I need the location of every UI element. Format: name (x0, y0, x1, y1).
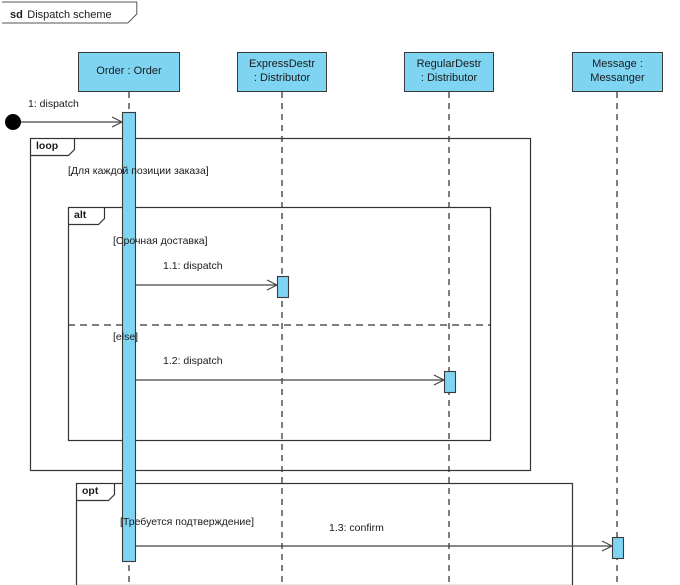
activation-bars-group (121, 111, 625, 563)
found-message-origin (5, 114, 21, 130)
fragment-guard-loop: [Для каждой позиции заказа] (68, 165, 209, 177)
lifeline-head-message[interactable]: Message :Messanger (572, 52, 663, 92)
fragment-operator-alt: alt (74, 209, 87, 221)
found-message-origin-group (5, 114, 21, 130)
message-arrows-group (21, 122, 612, 546)
message-label-m13: 1.3: confirm (329, 522, 384, 534)
express-activation[interactable] (276, 275, 290, 299)
lifeline-head-regular[interactable]: RegularDestr: Distributor (404, 52, 494, 92)
lifeline-name-line1: RegularDestr (416, 58, 482, 71)
fragment-tab-opt (76, 483, 116, 502)
frame-title: Dispatch scheme (27, 9, 112, 21)
lifeline-head-order[interactable]: Order : Order (78, 52, 180, 92)
frame-kind: sd (10, 9, 23, 21)
lifeline-name-line2: : Distributor (253, 72, 311, 84)
fragment-guard-opt: [Требуется подтверждение] (120, 516, 255, 528)
lifeline-name-line2: Messanger (590, 72, 645, 84)
diagram-frame-header (2, 1, 138, 24)
fragment-box-opt (75, 482, 574, 585)
order-activation[interactable] (121, 111, 137, 563)
lifeline-name-line1: ExpressDestr (248, 58, 316, 71)
lifeline-name-line2: : Distributor (420, 72, 478, 84)
regular-activation[interactable] (443, 370, 457, 394)
lifeline-name-line1: Order : Order (96, 65, 162, 78)
fragment-box-alt (67, 206, 492, 442)
fragment-operator-loop: loop (36, 140, 59, 152)
lifeline-head-express[interactable]: ExpressDestr: Distributor (237, 52, 327, 92)
fragment-box-loop (29, 137, 532, 472)
combined-fragments-group (29, 137, 574, 585)
fragment-guard-alt: [Срочная доставка] (113, 235, 208, 247)
lifeline-name-line1: Message : (592, 58, 643, 71)
fragment-guard-else-alt: [else] (113, 331, 139, 343)
message-label-m1: 1: dispatch (28, 98, 79, 110)
fragment-operator-opt: opt (82, 485, 99, 497)
message-label-m11: 1.1: dispatch (163, 260, 223, 272)
frame-kind-label: sd Dispatch scheme (10, 5, 112, 23)
frame-header-tab-outline (2, 1, 138, 24)
fragment-tab-loop (30, 138, 76, 157)
message-activation[interactable] (611, 536, 625, 560)
message-label-m12: 1.2: dispatch (163, 355, 223, 367)
fragment-tab-alt (68, 207, 106, 226)
